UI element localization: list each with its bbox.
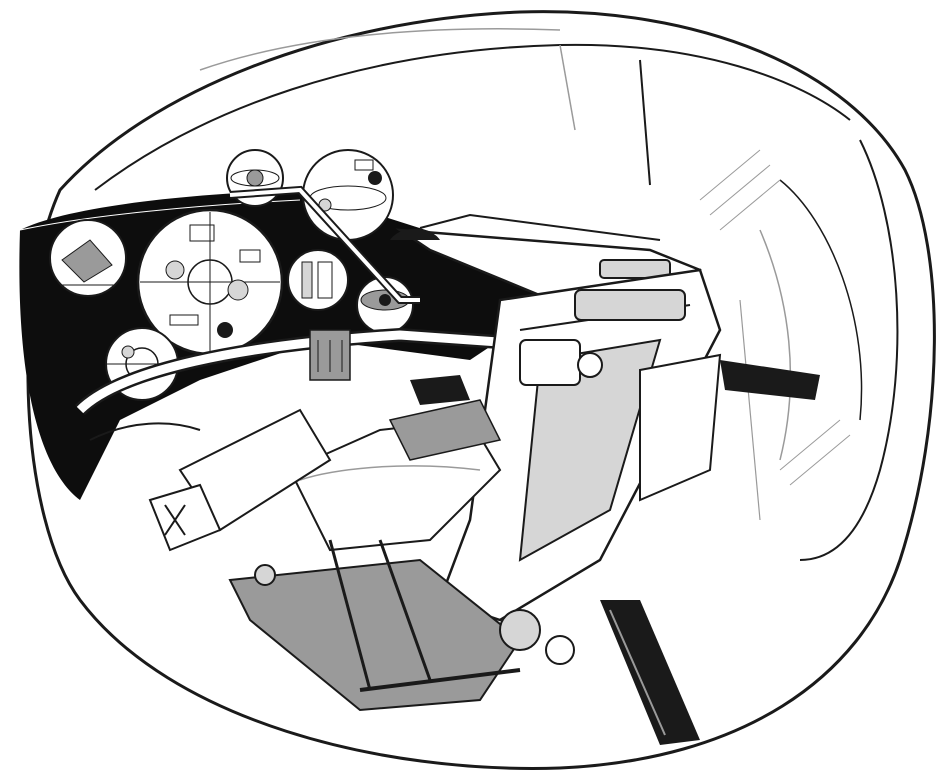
hatching bbox=[699, 149, 851, 486]
seat-cushion bbox=[288, 375, 502, 552]
floor-mechanism bbox=[228, 539, 700, 745]
dashboard-rail bbox=[75, 327, 541, 441]
pilot-seat-icon bbox=[438, 268, 820, 622]
circle-display-icon bbox=[302, 149, 394, 241]
circle-display-icon bbox=[49, 219, 127, 297]
side-console bbox=[148, 329, 351, 552]
circle-display-icon bbox=[287, 249, 349, 311]
